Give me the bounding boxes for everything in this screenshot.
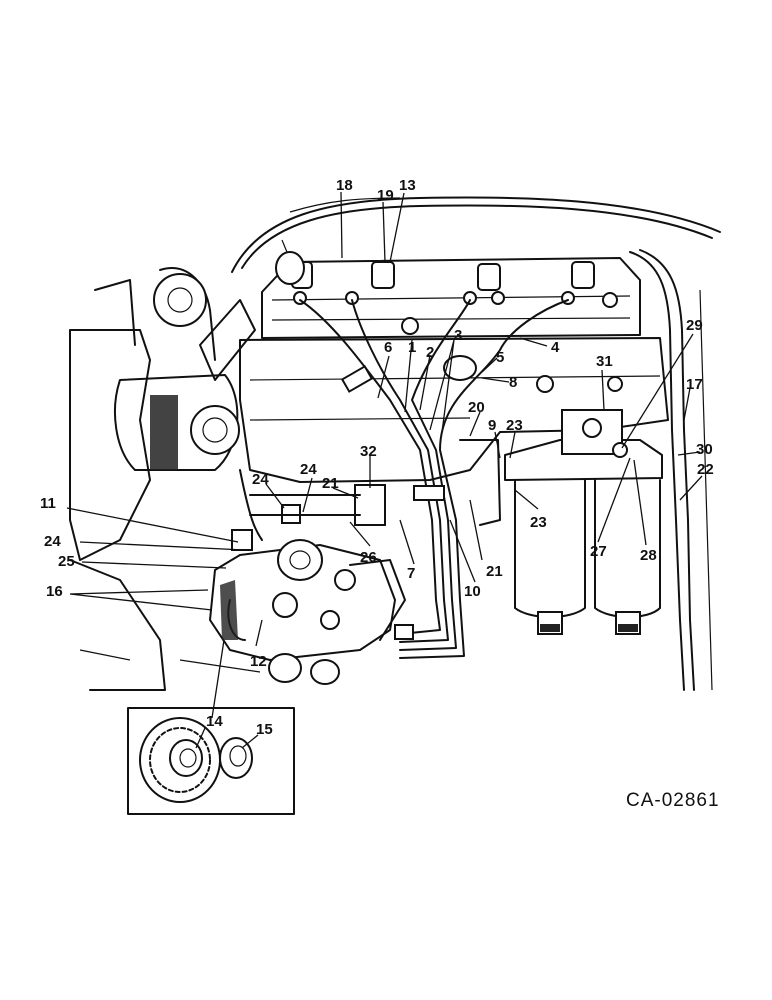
callout-24a: 24: [300, 461, 317, 478]
callout-28: 28: [640, 547, 657, 564]
callout-24b: 24: [252, 471, 269, 488]
callout-3: 3: [454, 327, 462, 344]
callout-13: 13: [399, 177, 416, 194]
callout-21b: 21: [486, 563, 503, 580]
alternator: [69, 267, 256, 561]
callout-29: 29: [686, 317, 703, 334]
callout-8: 8: [509, 374, 517, 391]
callout-27: 27: [590, 543, 607, 560]
callout-12: 12: [250, 653, 267, 670]
callout-23b: 23: [530, 514, 547, 531]
callout-7: 7: [407, 565, 415, 582]
callout-20: 20: [468, 399, 485, 416]
callout-24c: 24: [44, 533, 61, 550]
callout-18: 18: [336, 177, 353, 194]
callout-5: 5: [496, 349, 504, 366]
callout-labels: 18 19 13 3 6 1 2 4 5 8 29 31 17 20 9 23 …: [40, 177, 714, 738]
callout-25: 25: [58, 553, 75, 570]
fuel-filters: [504, 409, 663, 635]
callout-32: 32: [360, 443, 377, 460]
callout-2: 2: [426, 344, 434, 361]
engine-illustration: [69, 196, 721, 815]
callout-19: 19: [377, 187, 394, 204]
callout-17: 17: [686, 376, 703, 393]
callout-1: 1: [408, 339, 416, 356]
callout-21a: 21: [322, 475, 339, 492]
callout-6: 6: [384, 339, 392, 356]
callout-22: 22: [697, 461, 714, 478]
callout-15: 15: [256, 721, 273, 738]
seal-washer: [219, 737, 253, 779]
leader-lines: [66, 191, 703, 749]
callout-14: 14: [206, 713, 223, 730]
injectors: [275, 239, 618, 308]
callout-30: 30: [696, 441, 713, 458]
callout-4: 4: [551, 339, 560, 356]
callout-16: 16: [46, 583, 63, 600]
callout-26: 26: [360, 549, 377, 566]
drive-gear: [139, 717, 221, 803]
callout-9: 9: [488, 417, 496, 434]
drawing-code: CA-02861: [626, 790, 720, 811]
callout-23a: 23: [506, 417, 523, 434]
callout-10: 10: [464, 583, 481, 600]
callout-31: 31: [596, 353, 613, 370]
callout-11: 11: [40, 495, 56, 512]
injection-pump: [209, 504, 414, 661]
